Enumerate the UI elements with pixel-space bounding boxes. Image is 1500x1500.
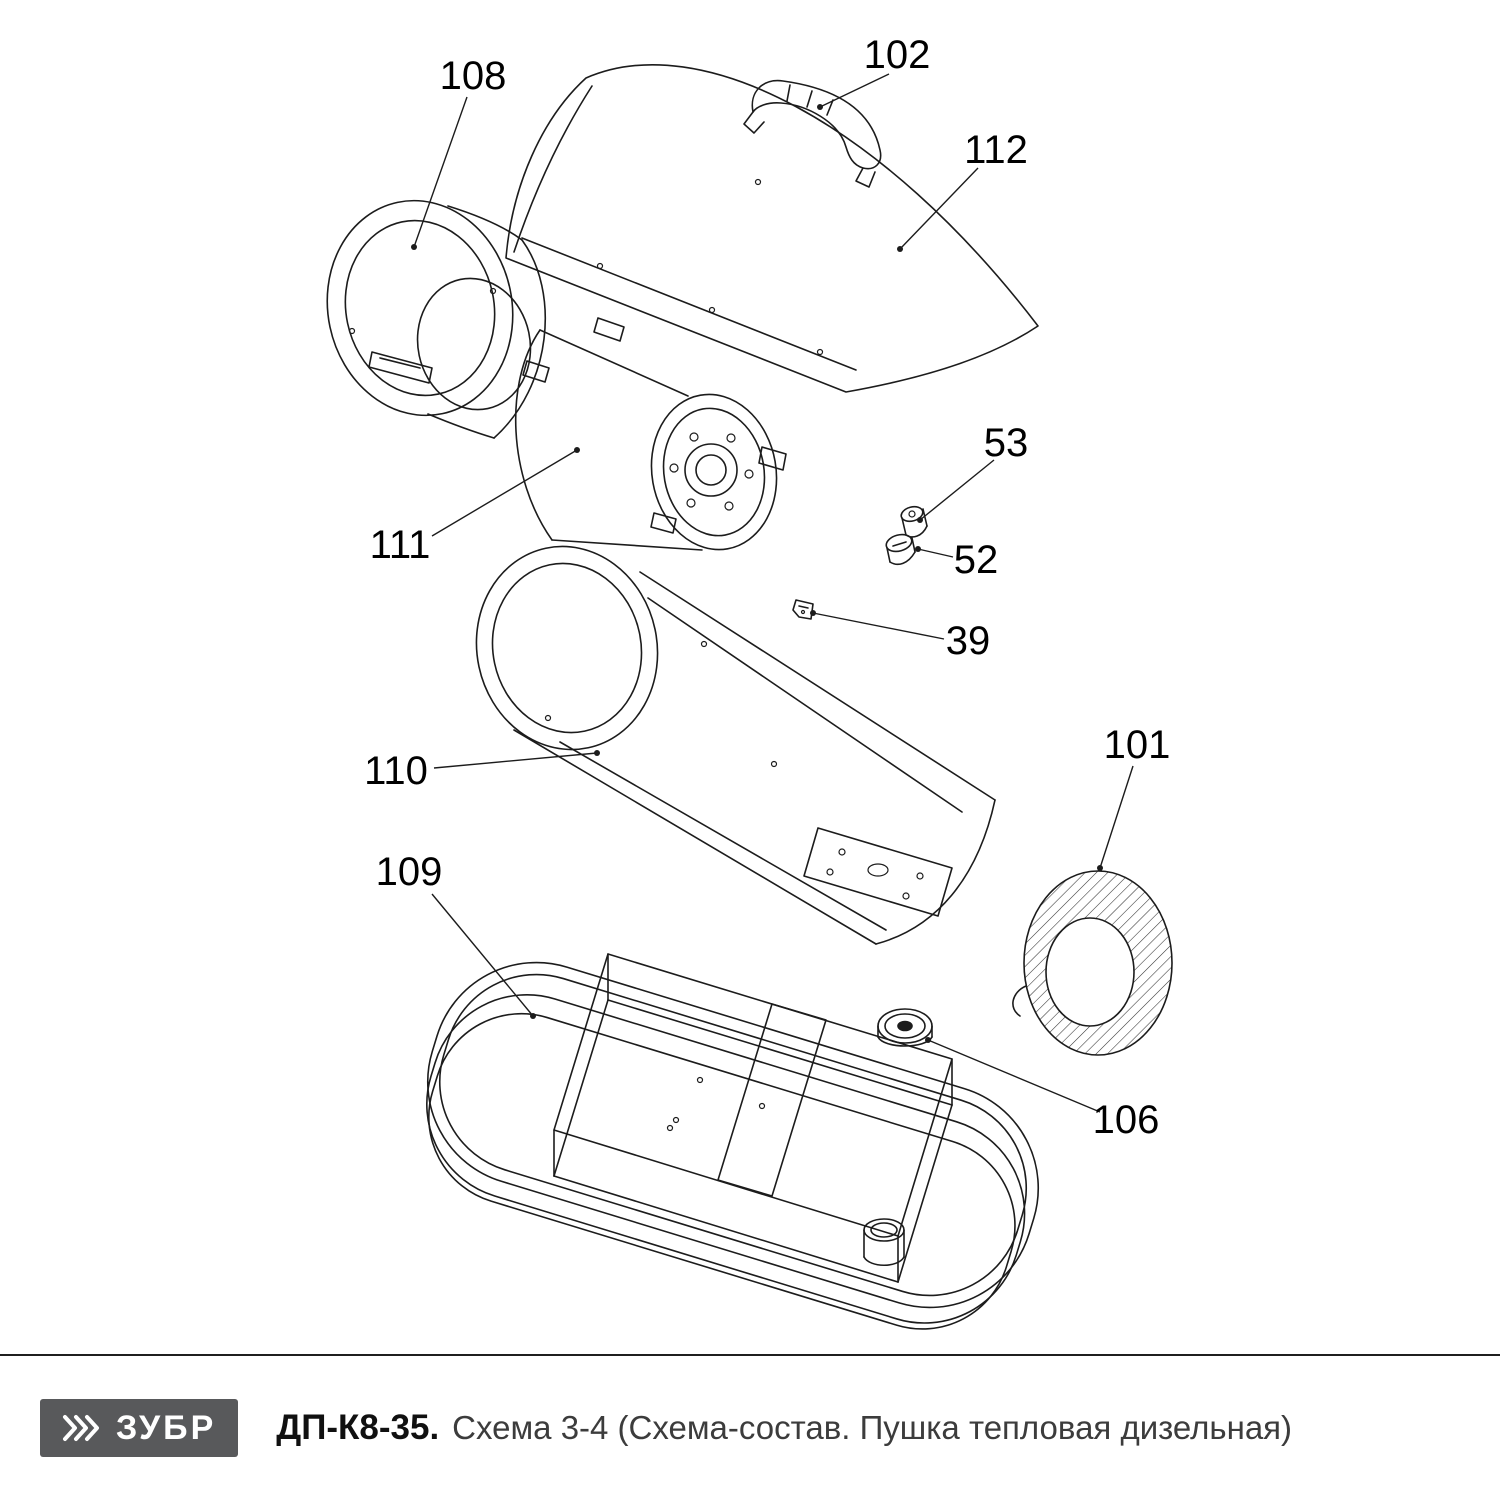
part-108-front-shroud: [326, 199, 546, 439]
callout-53: 53: [983, 421, 1029, 465]
part-39-clip: [792, 599, 814, 620]
part-106-fuel-cap: [877, 1008, 933, 1047]
callout-101: 101: [1103, 723, 1171, 767]
callout-52: 52: [953, 538, 999, 582]
footer-caption-block: ДП-К8-35. Схема 3-4 (Схема-состав. Пушка…: [276, 1408, 1292, 1448]
part-102-handle: [743, 79, 882, 188]
callout-102: 102: [863, 33, 931, 77]
callout-109: 109: [375, 850, 443, 894]
callout-108: 108: [439, 54, 507, 98]
zubr-logo-icon: [63, 1415, 99, 1441]
footer-caption: Схема 3-4 (Схема-состав. Пушка тепловая …: [452, 1409, 1293, 1446]
callout-112: 112: [964, 128, 1028, 172]
part-109-fuel-tank-base: [426, 953, 1040, 1330]
tank-inner-tray: [553, 953, 953, 1283]
part-112-top-cover: [505, 64, 1039, 393]
callout-111: 111: [369, 523, 431, 567]
leader-lines: [411, 73, 1134, 1113]
callout-106: 106: [1092, 1098, 1160, 1142]
zubr-logo: ЗУБР: [40, 1399, 239, 1457]
callout-110: 110: [364, 749, 428, 793]
part-110-lower-shell: [475, 545, 996, 945]
part-111-combustion-chamber: [514, 317, 787, 551]
callout-39: 39: [945, 619, 991, 663]
tank-filler-neck: [863, 1218, 905, 1267]
zubr-logo-text: ЗУБР: [116, 1408, 217, 1447]
exploded-diagram: 108 102 112 53 52 39 111 110 101 109 106: [0, 33, 1500, 1356]
diagram-canvas: [326, 64, 1173, 1330]
footer-model: ДП-К8-35.: [276, 1408, 440, 1447]
part-52-sleeve: [885, 533, 916, 566]
footer: ЗУБР ДП-К8-35. Схема 3-4 (Схема-состав. …: [0, 1356, 1500, 1500]
part-101-gasket-ring: [1012, 870, 1173, 1056]
